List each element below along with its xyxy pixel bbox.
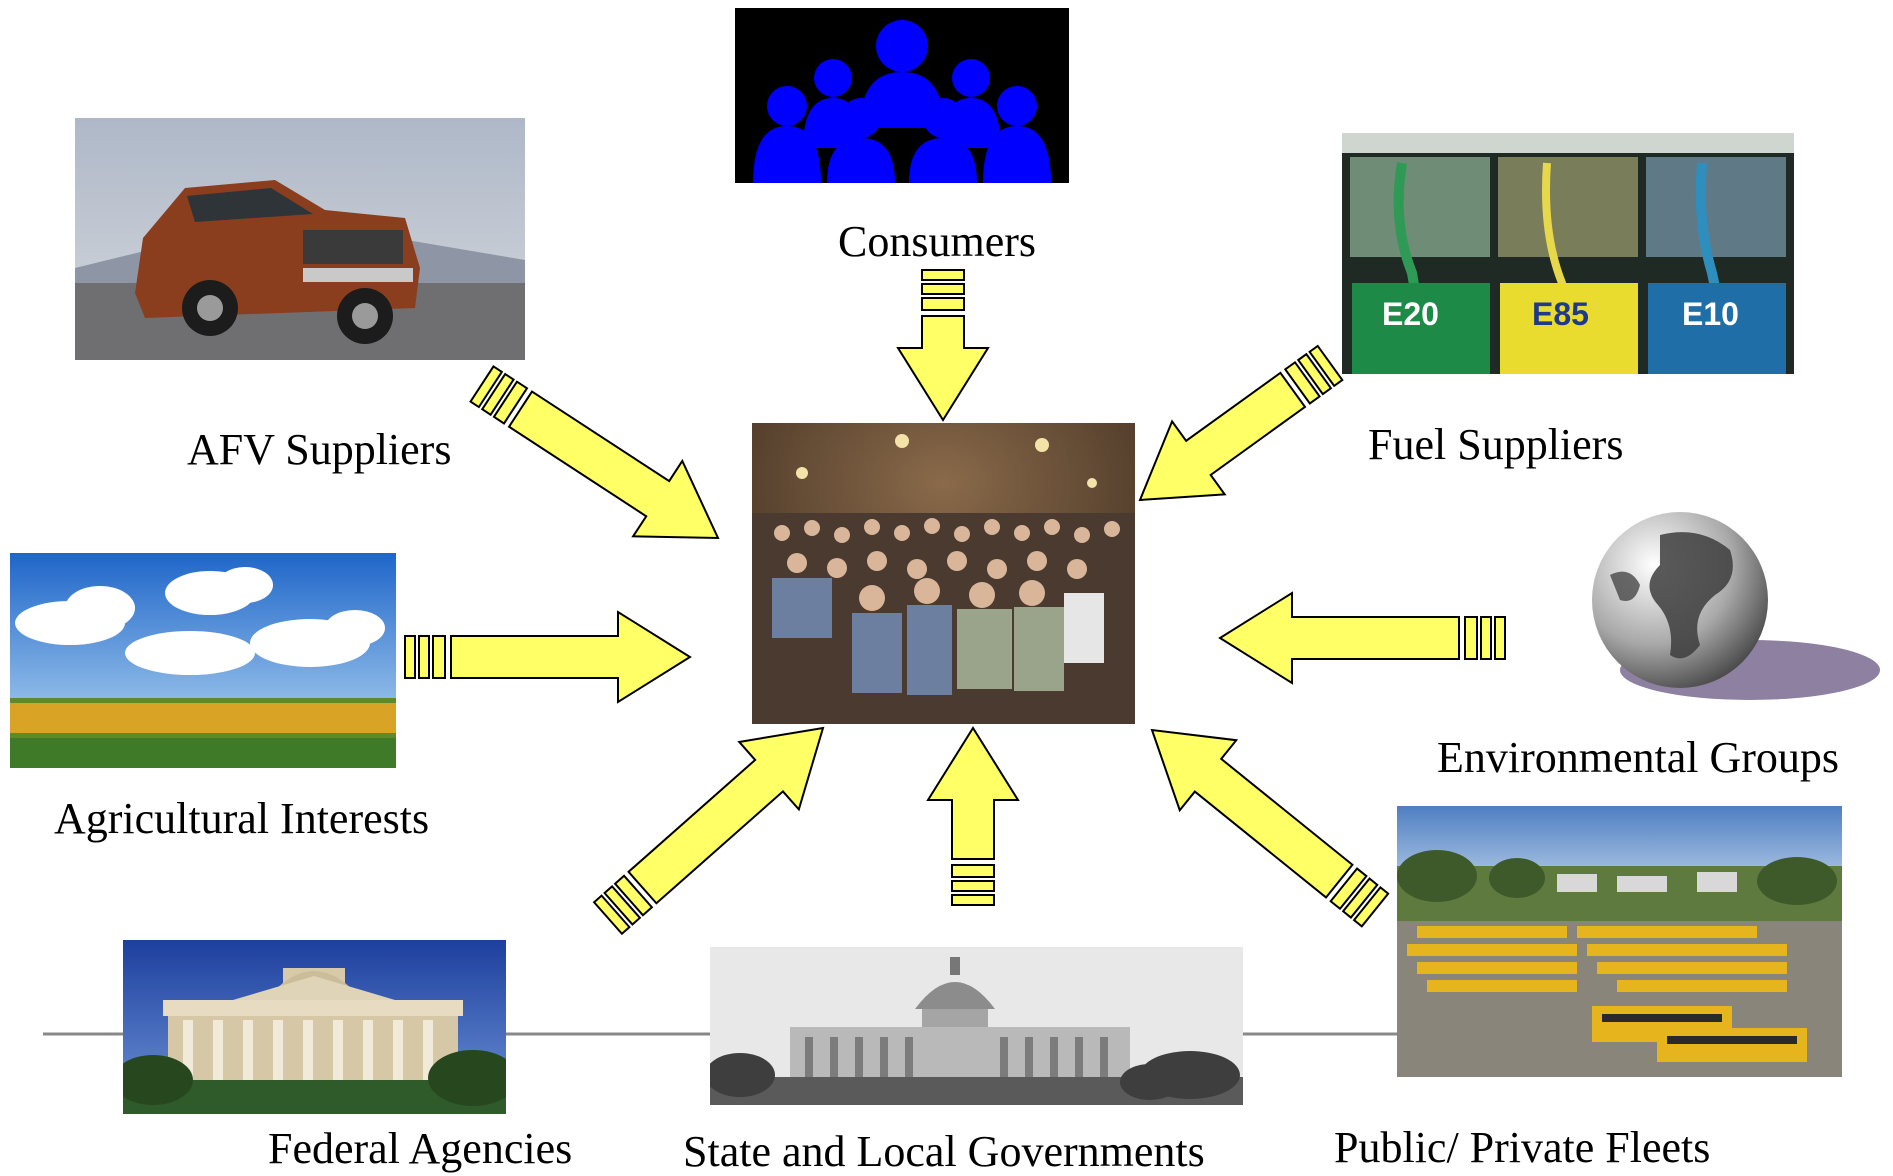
consumers-icon xyxy=(735,8,1069,183)
agricultural-interests-label: Agricultural Interests xyxy=(54,794,430,843)
arrow-from-federal-agencies xyxy=(592,726,825,936)
arrow-from-afv-suppliers xyxy=(469,365,720,540)
state-local-governments-label: State and Local Governments xyxy=(683,1127,1205,1176)
arrow-stripe xyxy=(592,894,631,936)
arrow-from-fuel-suppliers xyxy=(1138,344,1344,502)
state-capitol-icon xyxy=(790,957,1130,1082)
arrow-stripe xyxy=(951,880,995,892)
arrow-stripe xyxy=(603,884,642,926)
arrow-stripe xyxy=(1329,867,1368,911)
arrow-body xyxy=(926,726,1020,860)
arrow-body xyxy=(1150,728,1354,899)
audience-crowd-icon xyxy=(752,513,1135,724)
arrow-stripe xyxy=(1283,360,1321,405)
capitol-building-icon xyxy=(163,968,463,1086)
arrow-stripe xyxy=(613,874,654,917)
arrow-stripe xyxy=(418,635,430,679)
environmental-groups-photo xyxy=(1540,505,1893,710)
agricultural-interests-photo xyxy=(10,553,396,768)
arrow-from-public-private-fleets xyxy=(1150,728,1390,928)
arrow-body xyxy=(896,315,990,422)
arrow-stripe xyxy=(921,283,965,295)
arrow-body xyxy=(627,726,825,905)
arrow-stripe xyxy=(1352,885,1390,928)
fuel-suppliers-photo: E20 E85 E10 xyxy=(1342,133,1794,374)
environmental-groups-label: Environmental Groups xyxy=(1437,733,1840,782)
arrow-body xyxy=(507,390,720,540)
arrow-from-agricultural-interests xyxy=(404,610,692,704)
afv-suppliers-photo xyxy=(75,118,525,360)
arrow-stripe xyxy=(1341,877,1379,919)
public-private-fleets-label: Public/ Private Fleets xyxy=(1334,1123,1711,1172)
stakeholder-meeting-photo xyxy=(752,423,1135,724)
federal-agencies-label: Federal Agencies xyxy=(268,1124,573,1173)
arrow-from-consumers xyxy=(896,269,990,422)
arrow-stripe xyxy=(1480,616,1492,660)
arrow-stripe xyxy=(1494,616,1506,660)
arrow-stripe xyxy=(469,365,504,409)
arrow-stripe xyxy=(951,894,995,906)
arrow-from-environmental-groups xyxy=(1218,591,1506,685)
pickup-truck-icon xyxy=(135,180,420,344)
arrow-stripe xyxy=(492,380,529,425)
arrow-body xyxy=(450,610,692,704)
e10-sign: E10 xyxy=(1682,296,1739,332)
arrow-stripe xyxy=(1464,616,1478,660)
consumers-label: Consumers xyxy=(838,217,1036,266)
arrow-stripe xyxy=(921,269,965,281)
school-bus-icon xyxy=(1407,926,1807,1062)
arrow-body xyxy=(1218,591,1460,685)
arrow-stripe xyxy=(432,635,446,679)
arrow-stripe xyxy=(404,635,416,679)
cloud-icon xyxy=(15,567,385,675)
arrow-stripe xyxy=(480,372,515,417)
e20-sign: E20 xyxy=(1382,296,1439,332)
globe-icon xyxy=(1592,512,1768,688)
arrow-body xyxy=(1138,371,1307,502)
arrow-stripe xyxy=(951,864,995,878)
federal-agencies-photo xyxy=(123,940,506,1114)
public-private-fleets-photo xyxy=(1397,806,1842,1077)
afv-suppliers-label: AFV Suppliers xyxy=(187,425,452,474)
arrow-from-state-local-governments xyxy=(926,726,1020,906)
arrow-stripe xyxy=(1296,352,1333,396)
state-local-governments-photo xyxy=(710,947,1243,1105)
e85-sign: E85 xyxy=(1532,296,1589,332)
fuel-suppliers-label: Fuel Suppliers xyxy=(1368,420,1624,469)
arrow-stripe xyxy=(1308,344,1344,388)
arrow-stripe xyxy=(921,297,965,311)
